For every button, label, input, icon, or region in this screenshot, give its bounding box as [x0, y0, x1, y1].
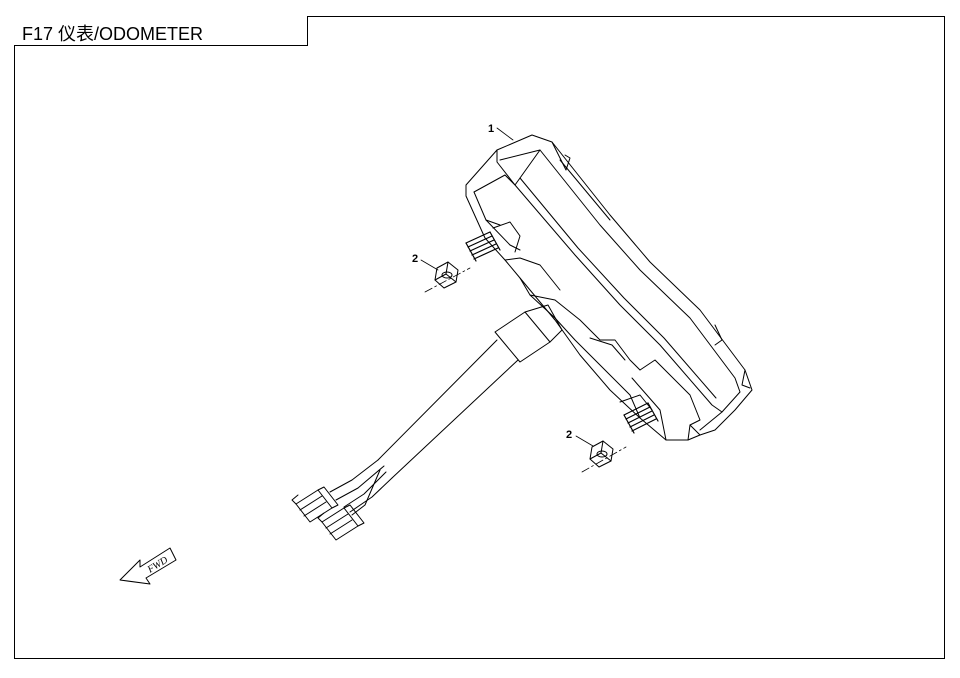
stud-lower	[623, 402, 659, 434]
fwd-arrow-icon	[119, 547, 177, 585]
page-title: F17 仪表/ODOMETER	[22, 24, 204, 44]
wire-harness	[329, 304, 563, 516]
drawing-frame	[14, 16, 945, 659]
stud-upper	[465, 231, 501, 262]
leader-lines	[420, 127, 594, 447]
title-block: F17 仪表/ODOMETER	[14, 16, 308, 46]
callout-2-lower: 2	[566, 429, 572, 441]
fwd-label: FWD	[145, 554, 171, 576]
callout-1: 1	[488, 123, 494, 135]
connector-upper	[291, 486, 339, 523]
callout-2-upper: 2	[412, 253, 418, 265]
connector-lower	[317, 504, 365, 541]
flange-nut-lower	[589, 440, 614, 468]
flange-nut-upper	[434, 261, 459, 289]
center-lines	[424, 267, 627, 473]
odometer-housing	[465, 134, 753, 441]
